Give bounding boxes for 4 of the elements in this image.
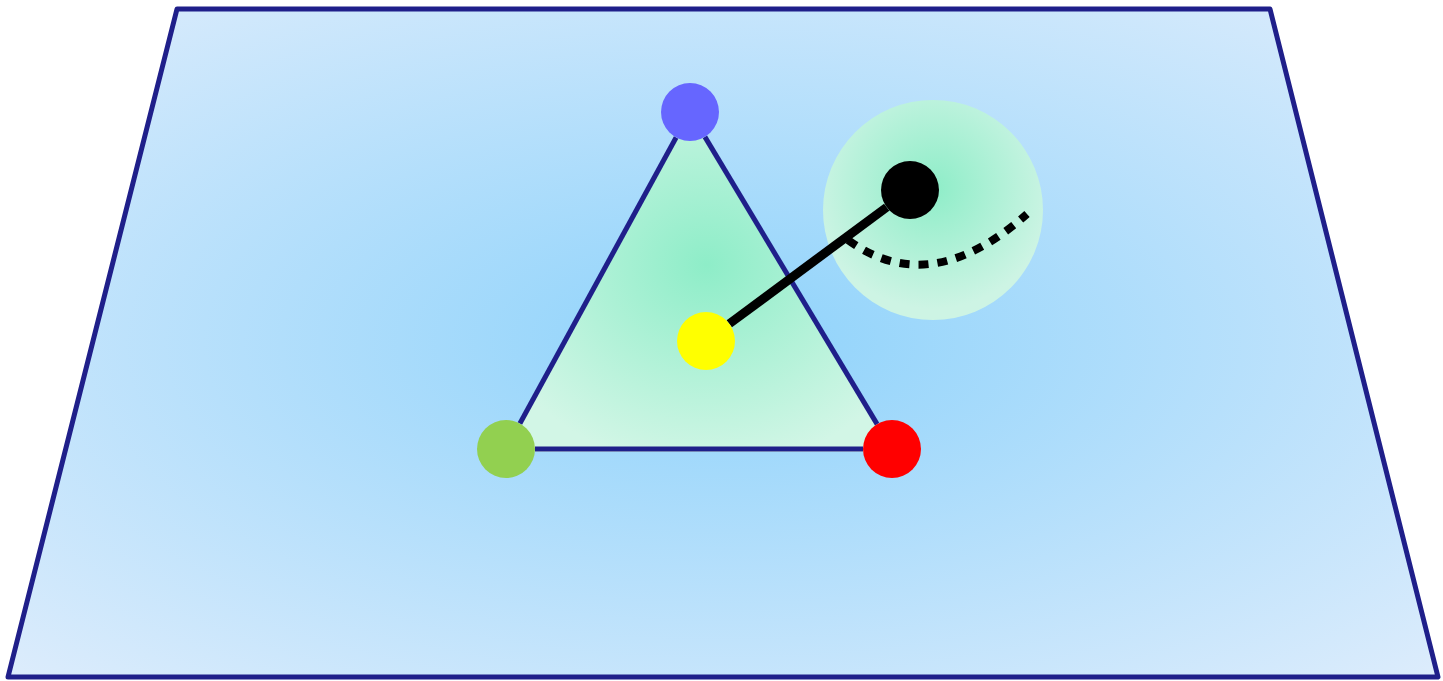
connector-line: [517, 136, 679, 425]
connector-line: [702, 135, 880, 426]
connector-line: [726, 203, 890, 328]
connector-line: [535, 446, 863, 452]
